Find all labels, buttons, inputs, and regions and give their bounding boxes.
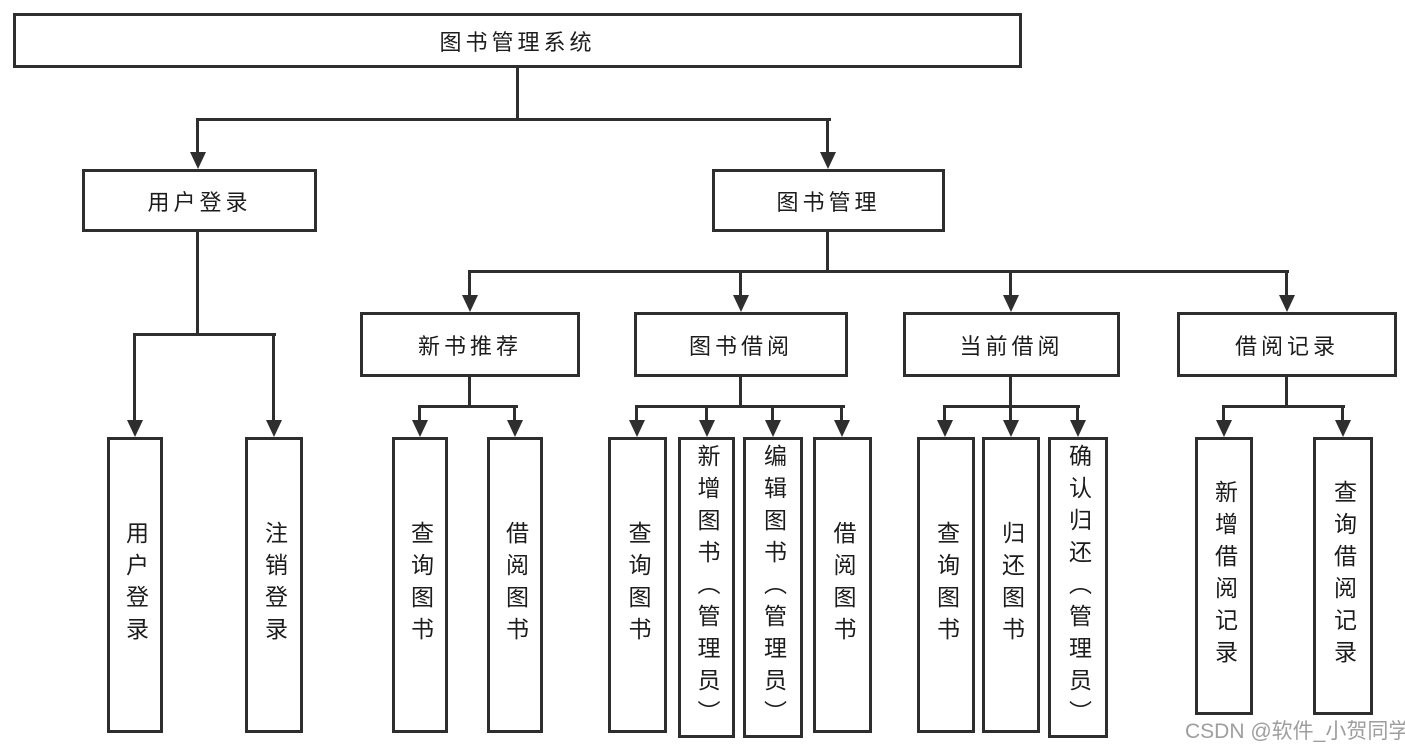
- leaf-borrow-books: 借阅图书: [813, 437, 872, 733]
- leaf-confirm-return-admin: 确认归还（管理员）: [1048, 437, 1108, 738]
- leaf-add-books-admin: 新增图书（管理员）: [678, 437, 735, 738]
- arrow-down: [1003, 405, 1019, 437]
- connector-borrow-stub: [739, 377, 742, 407]
- arrow-down: [127, 333, 143, 437]
- arrow-down: [699, 405, 715, 437]
- leaf-user-login: 用户登录: [107, 437, 163, 733]
- arrow-down: [1279, 270, 1295, 312]
- arrow-down: [733, 270, 749, 312]
- leaf-query-books-recommend: 查询图书: [392, 437, 448, 733]
- arrow-down: [190, 118, 206, 169]
- arrow-down: [1335, 405, 1351, 437]
- connector-login-rail: [133, 333, 276, 336]
- connector-records-stub: [1285, 377, 1288, 407]
- arrow-down: [266, 333, 282, 437]
- connector-management-stub: [826, 232, 829, 272]
- arrow-down: [1070, 405, 1086, 437]
- connector-login-stub: [196, 232, 199, 335]
- arrow-down: [507, 405, 523, 437]
- node-current-borrow: 当前借阅: [903, 312, 1120, 377]
- connector-records-rail: [1222, 405, 1345, 408]
- connector-root-stub: [516, 68, 519, 121]
- connector-recommend-stub: [468, 377, 471, 407]
- connector-borrow-rail: [635, 405, 845, 408]
- node-book-management: 图书管理: [712, 169, 945, 232]
- arrow-down: [462, 270, 478, 312]
- node-root: 图书管理系统: [13, 13, 1022, 68]
- node-user-login: 用户登录: [82, 169, 317, 232]
- node-book-borrow: 图书借阅: [634, 312, 848, 377]
- arrow-down: [834, 405, 850, 437]
- arrow-down: [1003, 270, 1019, 312]
- arrow-down: [765, 405, 781, 437]
- arrow-down: [1216, 405, 1232, 437]
- arrow-down: [820, 118, 836, 169]
- leaf-return-books: 归还图书: [982, 437, 1040, 733]
- leaf-logout: 注销登录: [245, 437, 303, 733]
- arrow-down: [937, 405, 953, 437]
- csdn-watermark: CSDN @软件_小贺同学: [1185, 720, 1405, 743]
- leaf-add-borrow-record: 新增借阅记录: [1195, 437, 1253, 715]
- leaf-borrow-books-recommend: 借阅图书: [487, 437, 543, 733]
- node-new-book-recommend: 新书推荐: [360, 312, 580, 377]
- leaf-query-books-borrow: 查询图书: [608, 437, 667, 733]
- arrow-down: [412, 405, 428, 437]
- connector-root-rail: [196, 118, 831, 121]
- arrow-down: [629, 405, 645, 437]
- leaf-query-books-current: 查询图书: [917, 437, 975, 733]
- connector-recommend-rail: [418, 405, 518, 408]
- leaf-edit-books-admin: 编辑图书（管理员）: [743, 437, 803, 738]
- leaf-query-borrow-record: 查询借阅记录: [1313, 437, 1373, 715]
- node-borrow-records: 借阅记录: [1177, 312, 1397, 377]
- connector-current-stub: [1009, 377, 1012, 407]
- connector-management-rail: [468, 270, 1289, 273]
